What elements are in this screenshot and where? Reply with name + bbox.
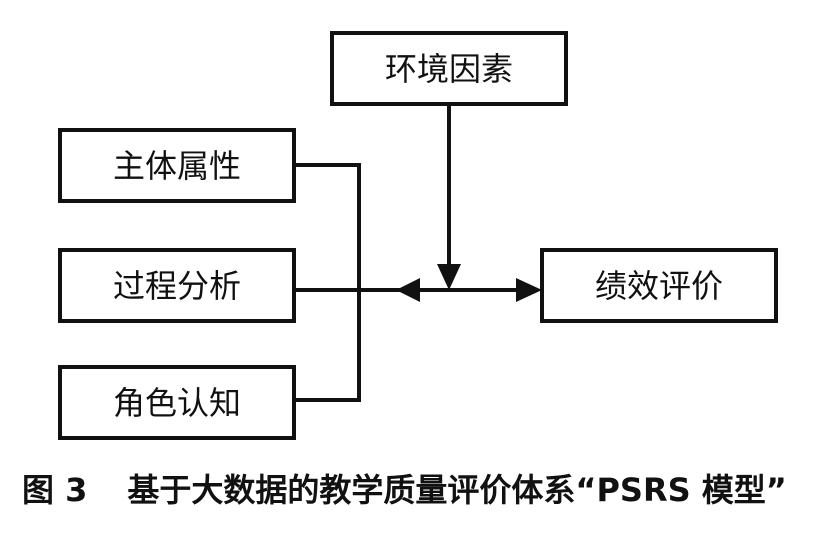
node-performance: 绩效评价 (540, 248, 778, 323)
connectors (294, 104, 520, 402)
figure-caption-text: 基于大数据的教学质量评价体系“PSRS 模型” (127, 471, 787, 509)
arrow-into-performance-icon (516, 278, 542, 302)
subject-connector (294, 163, 361, 402)
node-process: 过程分析 (58, 248, 296, 323)
node-subject: 主体属性 (58, 128, 296, 203)
psrs-model-diagram: 环境因素 主体属性 过程分析 角色认知 绩效评价 (58, 31, 778, 440)
node-environment-label: 环境因素 (385, 50, 513, 88)
arrow-down-from-environment-icon (437, 264, 461, 290)
node-process-label: 过程分析 (113, 267, 241, 305)
figure-caption: 图 3 基于大数据的教学质量评价体系“PSRS 模型” (22, 468, 787, 512)
figure-number: 图 3 (22, 471, 88, 509)
node-role-label: 角色认知 (113, 384, 241, 422)
arrow-to-junction-icon (396, 278, 420, 302)
node-performance-label: 绩效评价 (595, 267, 723, 305)
node-subject-label: 主体属性 (113, 147, 241, 185)
node-environment: 环境因素 (330, 31, 568, 106)
node-role: 角色认知 (58, 365, 296, 440)
